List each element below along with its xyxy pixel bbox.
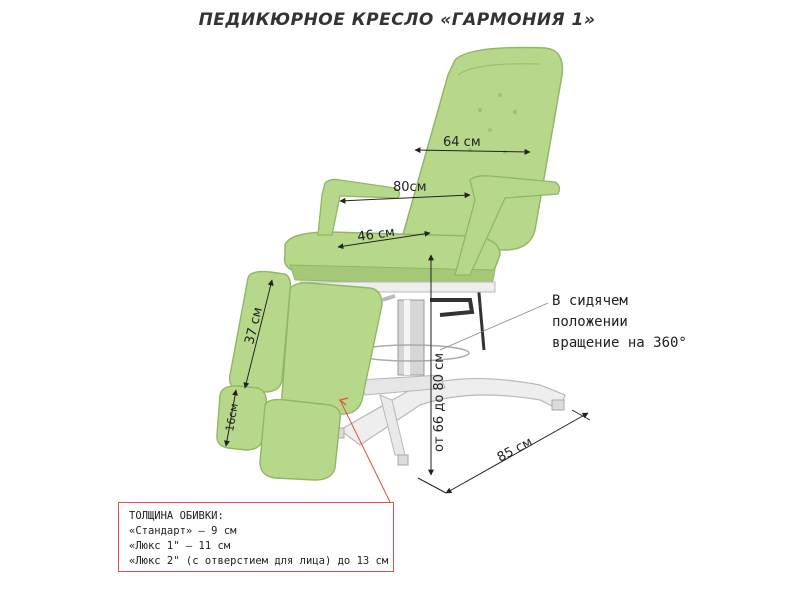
upholstery-heading: ТОЛЩИНА ОБИВКИ:: [129, 510, 224, 522]
dimension-lines: [223, 147, 591, 494]
leg-rests: [216, 270, 396, 481]
upholstery-arrow-icon: [338, 397, 349, 406]
rotation-note-line: В сидячем: [552, 293, 628, 309]
rotation-note-line: вращение на 360°: [552, 335, 687, 351]
hydraulic-column: [352, 281, 486, 376]
seat: [283, 231, 501, 293]
diagram-title: ПЕДИКЮРНОЕ КРЕСЛО «ГАРМОНИЯ 1»: [198, 10, 596, 30]
chair-base: [331, 374, 566, 466]
rotation-note-line: положении: [552, 314, 628, 330]
dim-backrest-width: 64 см: [443, 135, 481, 150]
upholstery-leader-line: [339, 399, 391, 503]
upholstery-info-box: ТОЛЩИНА ОБИВКИ: «Стандарт» – 9 см «Люкс …: [118, 502, 394, 572]
dim-height-range: от 66 до 80 см: [432, 353, 447, 452]
rotation-note: В сидячем положении вращение на 360°: [552, 291, 687, 354]
upholstery-line: «Стандарт» – 9 см: [129, 525, 237, 537]
upholstery-line: «Люкс 1" – 11 см: [129, 540, 231, 552]
upholstery-line: «Люкс 2" (с отверстием для лица) до 13 с…: [129, 555, 389, 567]
dim-armrest-width: 80см: [393, 180, 427, 195]
dim-foot-length: 16см: [223, 402, 241, 432]
dim-seat-width: 46 см: [356, 225, 395, 245]
dim-base-length: 85 см: [495, 435, 535, 466]
